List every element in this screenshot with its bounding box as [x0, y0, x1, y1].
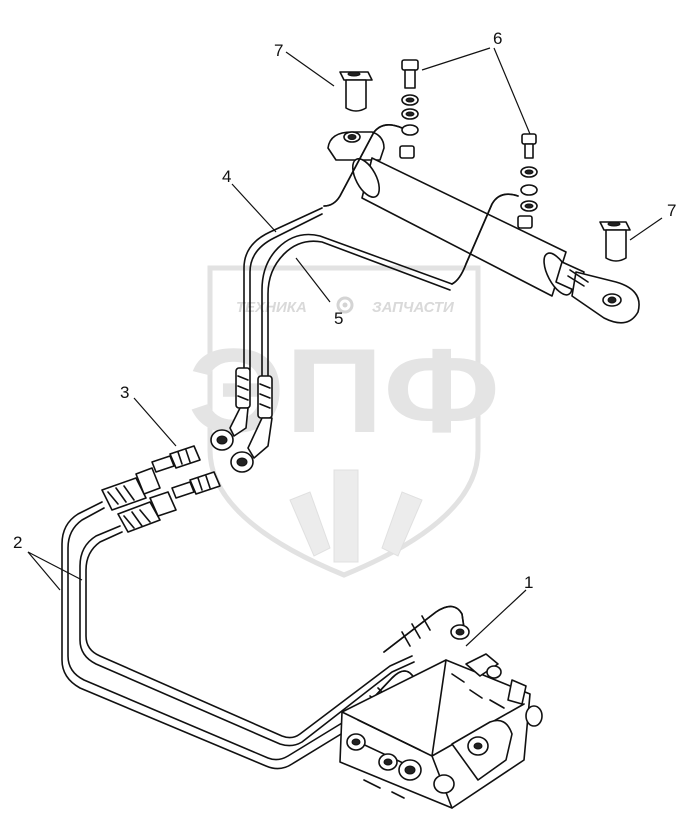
callout-numbers: 1 2 3 4 5 6 7 7: [13, 29, 676, 592]
adapter-upper: [151, 445, 201, 473]
hose-2-inner: [79, 525, 415, 747]
callout-2: 2: [13, 533, 22, 552]
control-valve-block: [339, 653, 543, 809]
callout-7-top: 7: [274, 41, 283, 60]
pipe-5: [261, 233, 453, 379]
callout-4: 4: [222, 167, 231, 186]
pipe-4: [243, 207, 323, 371]
hydraulic-cylinder: [327, 131, 640, 324]
adapter-lower: [171, 471, 221, 499]
watermark-logo-letters: ЭПФ: [188, 324, 500, 458]
pipe-end-fittings: [210, 367, 273, 473]
watermark-shield: [207, 265, 481, 578]
callout-3: 3: [120, 383, 129, 402]
callout-6: 6: [493, 29, 502, 48]
banjo-bolt-top: [401, 59, 419, 136]
callout-5: 5: [334, 309, 343, 328]
cylinder-hose-long: [451, 193, 519, 285]
watermark-left-word: ТЕХНИКА: [236, 299, 307, 316]
quick-coupler-lower: [117, 491, 177, 533]
callout-7-right: 7: [667, 201, 676, 220]
callout-1: 1: [524, 573, 533, 592]
pivot-pin-right: [599, 221, 631, 262]
hose-2-outer: [61, 501, 365, 770]
leader-lines: [27, 47, 663, 647]
banjo-bolt-right: [520, 133, 538, 212]
watermark-wheat-emblem: [289, 469, 423, 563]
watermark-right-word: ЗАПЧАСТИ: [372, 299, 455, 316]
valve-hose-upper: [383, 605, 470, 653]
quick-coupler-upper: [101, 467, 161, 511]
gear-icon: [336, 296, 354, 314]
cylinder-hose-short: [323, 124, 403, 207]
pivot-pin-top: [339, 71, 373, 112]
